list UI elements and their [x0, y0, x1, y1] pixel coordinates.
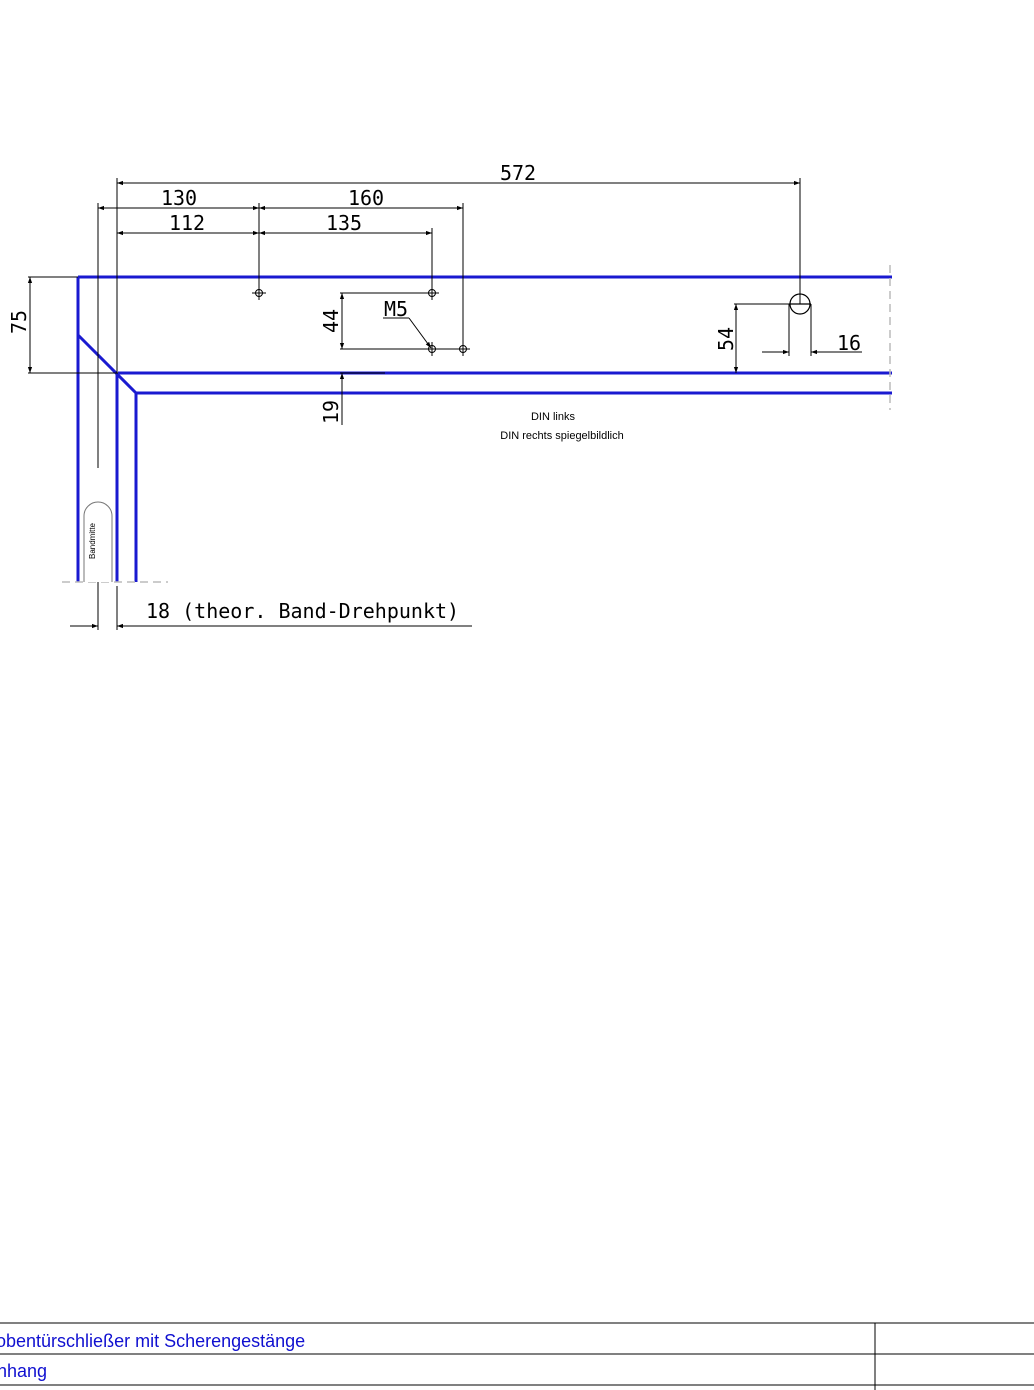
hinge-center-label: Bandmitte [88, 522, 97, 559]
dim-112-text: 112 [169, 211, 205, 235]
dim-135-text: 135 [326, 211, 362, 235]
extension-lines [28, 178, 812, 630]
hole-m5-left [425, 342, 439, 356]
hinge-center-symbol [83, 501, 113, 582]
dim-54-text: 54 [714, 327, 738, 351]
hole-m5-right [456, 342, 470, 356]
title-row-2: nhang [0, 1361, 47, 1381]
mounting-holes [252, 286, 811, 356]
din-right-note: DIN rechts spiegelbildlich [500, 430, 624, 442]
dimension-lines [27, 180, 862, 629]
title-block [0, 1322, 1034, 1390]
large-hole [789, 293, 811, 315]
dim-130-text: 130 [161, 186, 197, 210]
dim-18-text: 18 (theor. Band-Drehpunkt) [146, 599, 459, 623]
title-row-1: obentürschließer mit Scherengestänge [0, 1331, 305, 1351]
din-left-note: DIN links [531, 411, 576, 423]
thread-label: M5 [384, 297, 408, 321]
dim-75-text: 75 [7, 310, 31, 334]
dim-19-text: 19 [319, 400, 343, 424]
dim-160-text: 160 [348, 186, 384, 210]
frame-miter-line [76, 333, 138, 395]
dim-572-text: 572 [500, 161, 536, 185]
door-frame-profile [76, 275, 892, 582]
dim-16-text: 16 [837, 331, 861, 355]
dim-44-text: 44 [319, 309, 343, 333]
hole-130 [252, 286, 266, 300]
hole-265 [425, 286, 439, 300]
break-lines [62, 265, 891, 583]
m5-leader [408, 317, 432, 349]
